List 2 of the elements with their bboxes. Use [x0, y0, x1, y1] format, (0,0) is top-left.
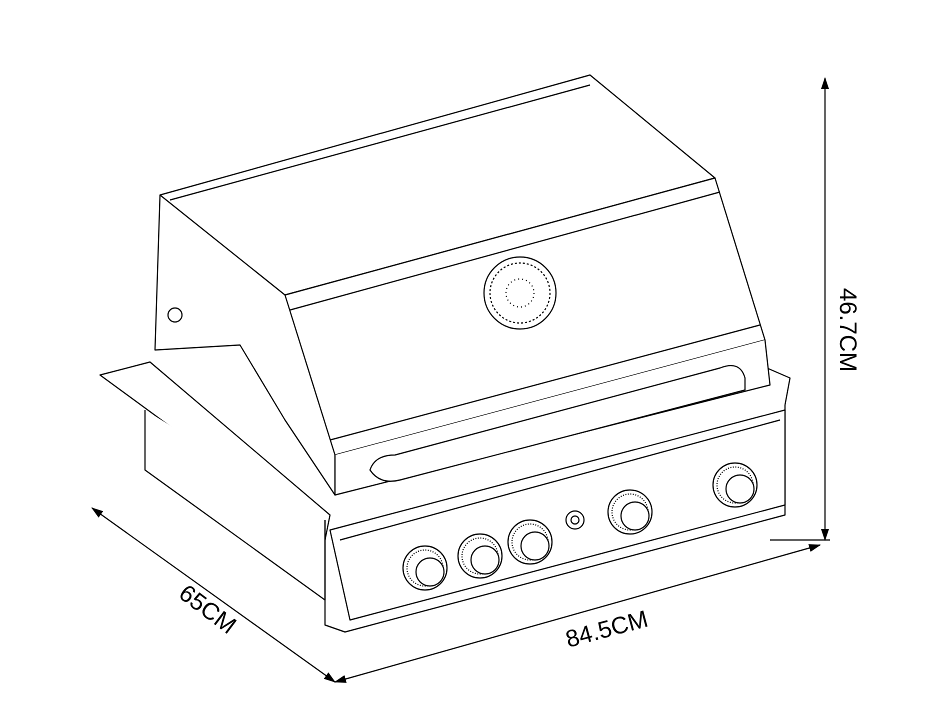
dimension-label: 84.5CM	[562, 604, 652, 656]
dimension-label: 46.7CM	[835, 286, 859, 374]
